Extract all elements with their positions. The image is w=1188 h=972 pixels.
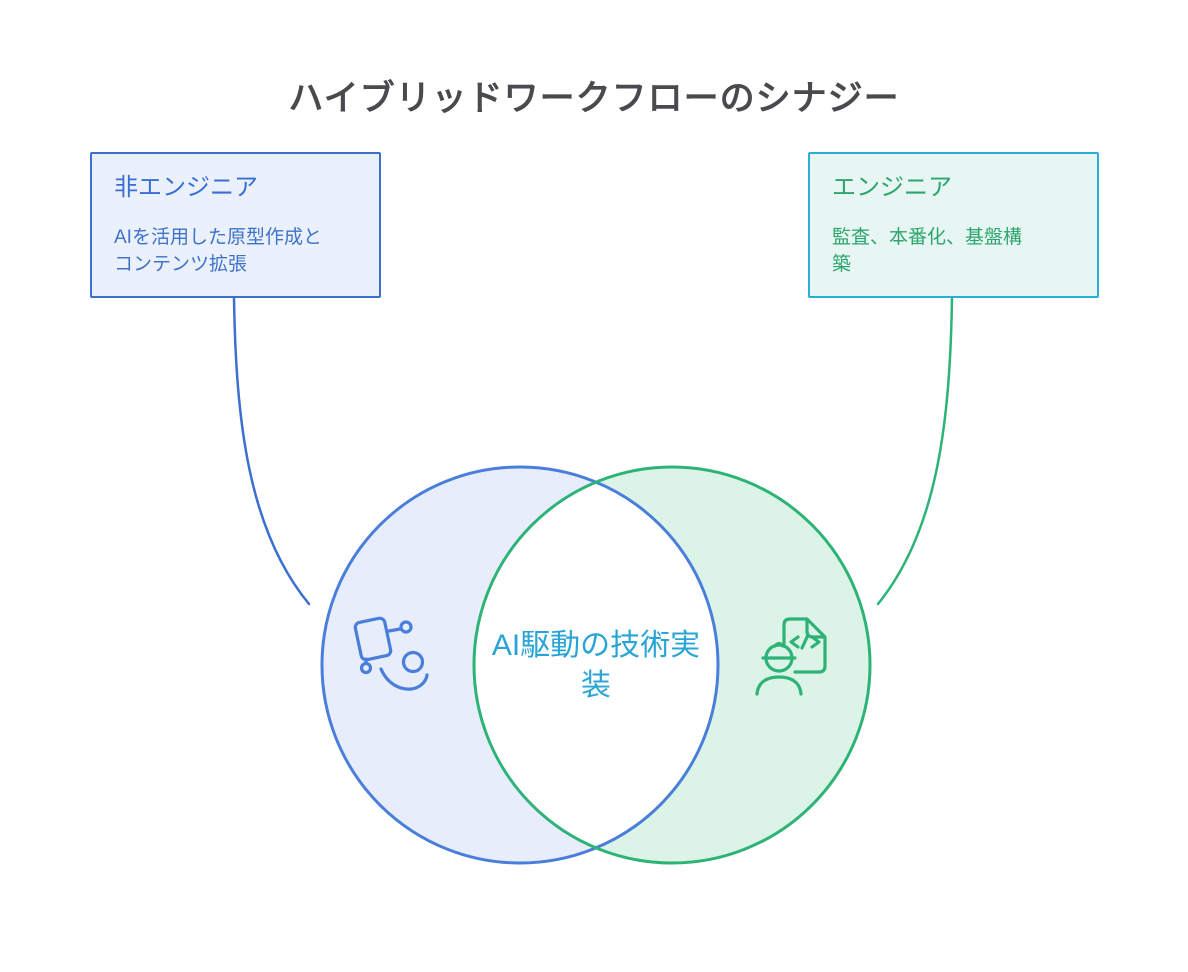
- venn-intersection: [473, 482, 719, 848]
- presenter-arm: [379, 667, 429, 691]
- page-title: ハイブリッドワークフローのシナジー: [288, 79, 900, 118]
- code-slash: [800, 633, 810, 650]
- left-box: 非エンジニア AIを活用した原型作成と コンテンツ拡張: [90, 152, 381, 298]
- engineer-with-code-document-icon: [755, 617, 827, 696]
- code-document-shape: [782, 617, 827, 674]
- right-box: エンジニア 監査、本番化、基盤構 築: [808, 152, 1099, 298]
- board-antenna-dot: [399, 620, 413, 634]
- left-box-description: AIを活用した原型作成と コンテンツ拡張: [114, 227, 322, 275]
- venn-left-circle-outline: [320, 465, 720, 865]
- board-antenna-line: [387, 627, 402, 633]
- presentation-board-shape: [353, 616, 393, 662]
- engineer-shoulders: [755, 675, 803, 696]
- venn-right-circle-outline: [472, 465, 872, 865]
- venn-center-label: AI駆動の技術実 装: [491, 629, 701, 702]
- right-connector-line: [876, 296, 954, 606]
- code-chevron-left: [789, 635, 800, 649]
- presenter-with-board-icon: [353, 616, 429, 691]
- code-chevron-right: [810, 635, 821, 649]
- board-pendant-dot: [359, 661, 373, 675]
- right-box-description: 監査、本番化、基盤構 築: [832, 227, 1023, 275]
- left-box-title: 非エンジニア: [114, 174, 258, 201]
- presenter-head: [401, 650, 425, 674]
- hard-hat-bump: [773, 641, 785, 648]
- left-connector-line: [232, 296, 311, 606]
- right-box-title: エンジニア: [832, 174, 952, 201]
